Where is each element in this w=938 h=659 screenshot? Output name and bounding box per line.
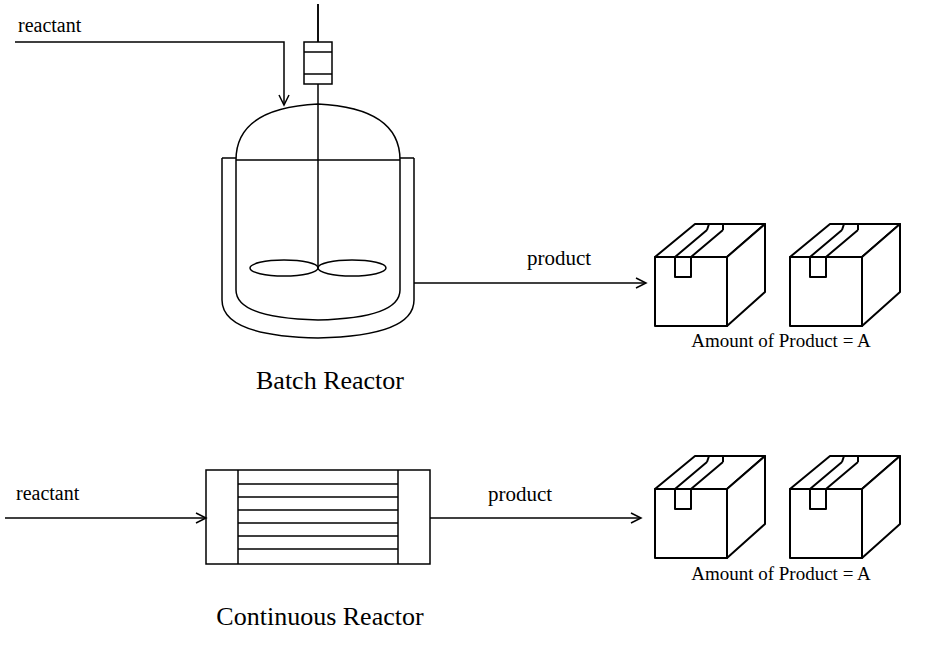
- feed-label: reactant: [16, 482, 79, 505]
- amount-label: Amount of Product = A: [691, 330, 871, 352]
- feed-label: reactant: [18, 14, 81, 37]
- reactor-title: Batch Reactor: [256, 366, 404, 396]
- reactor-title: Continuous Reactor: [216, 602, 423, 632]
- amount-label: Amount of Product = A: [691, 563, 871, 585]
- flow-label: product: [488, 482, 552, 506]
- flow-label: product: [527, 246, 591, 270]
